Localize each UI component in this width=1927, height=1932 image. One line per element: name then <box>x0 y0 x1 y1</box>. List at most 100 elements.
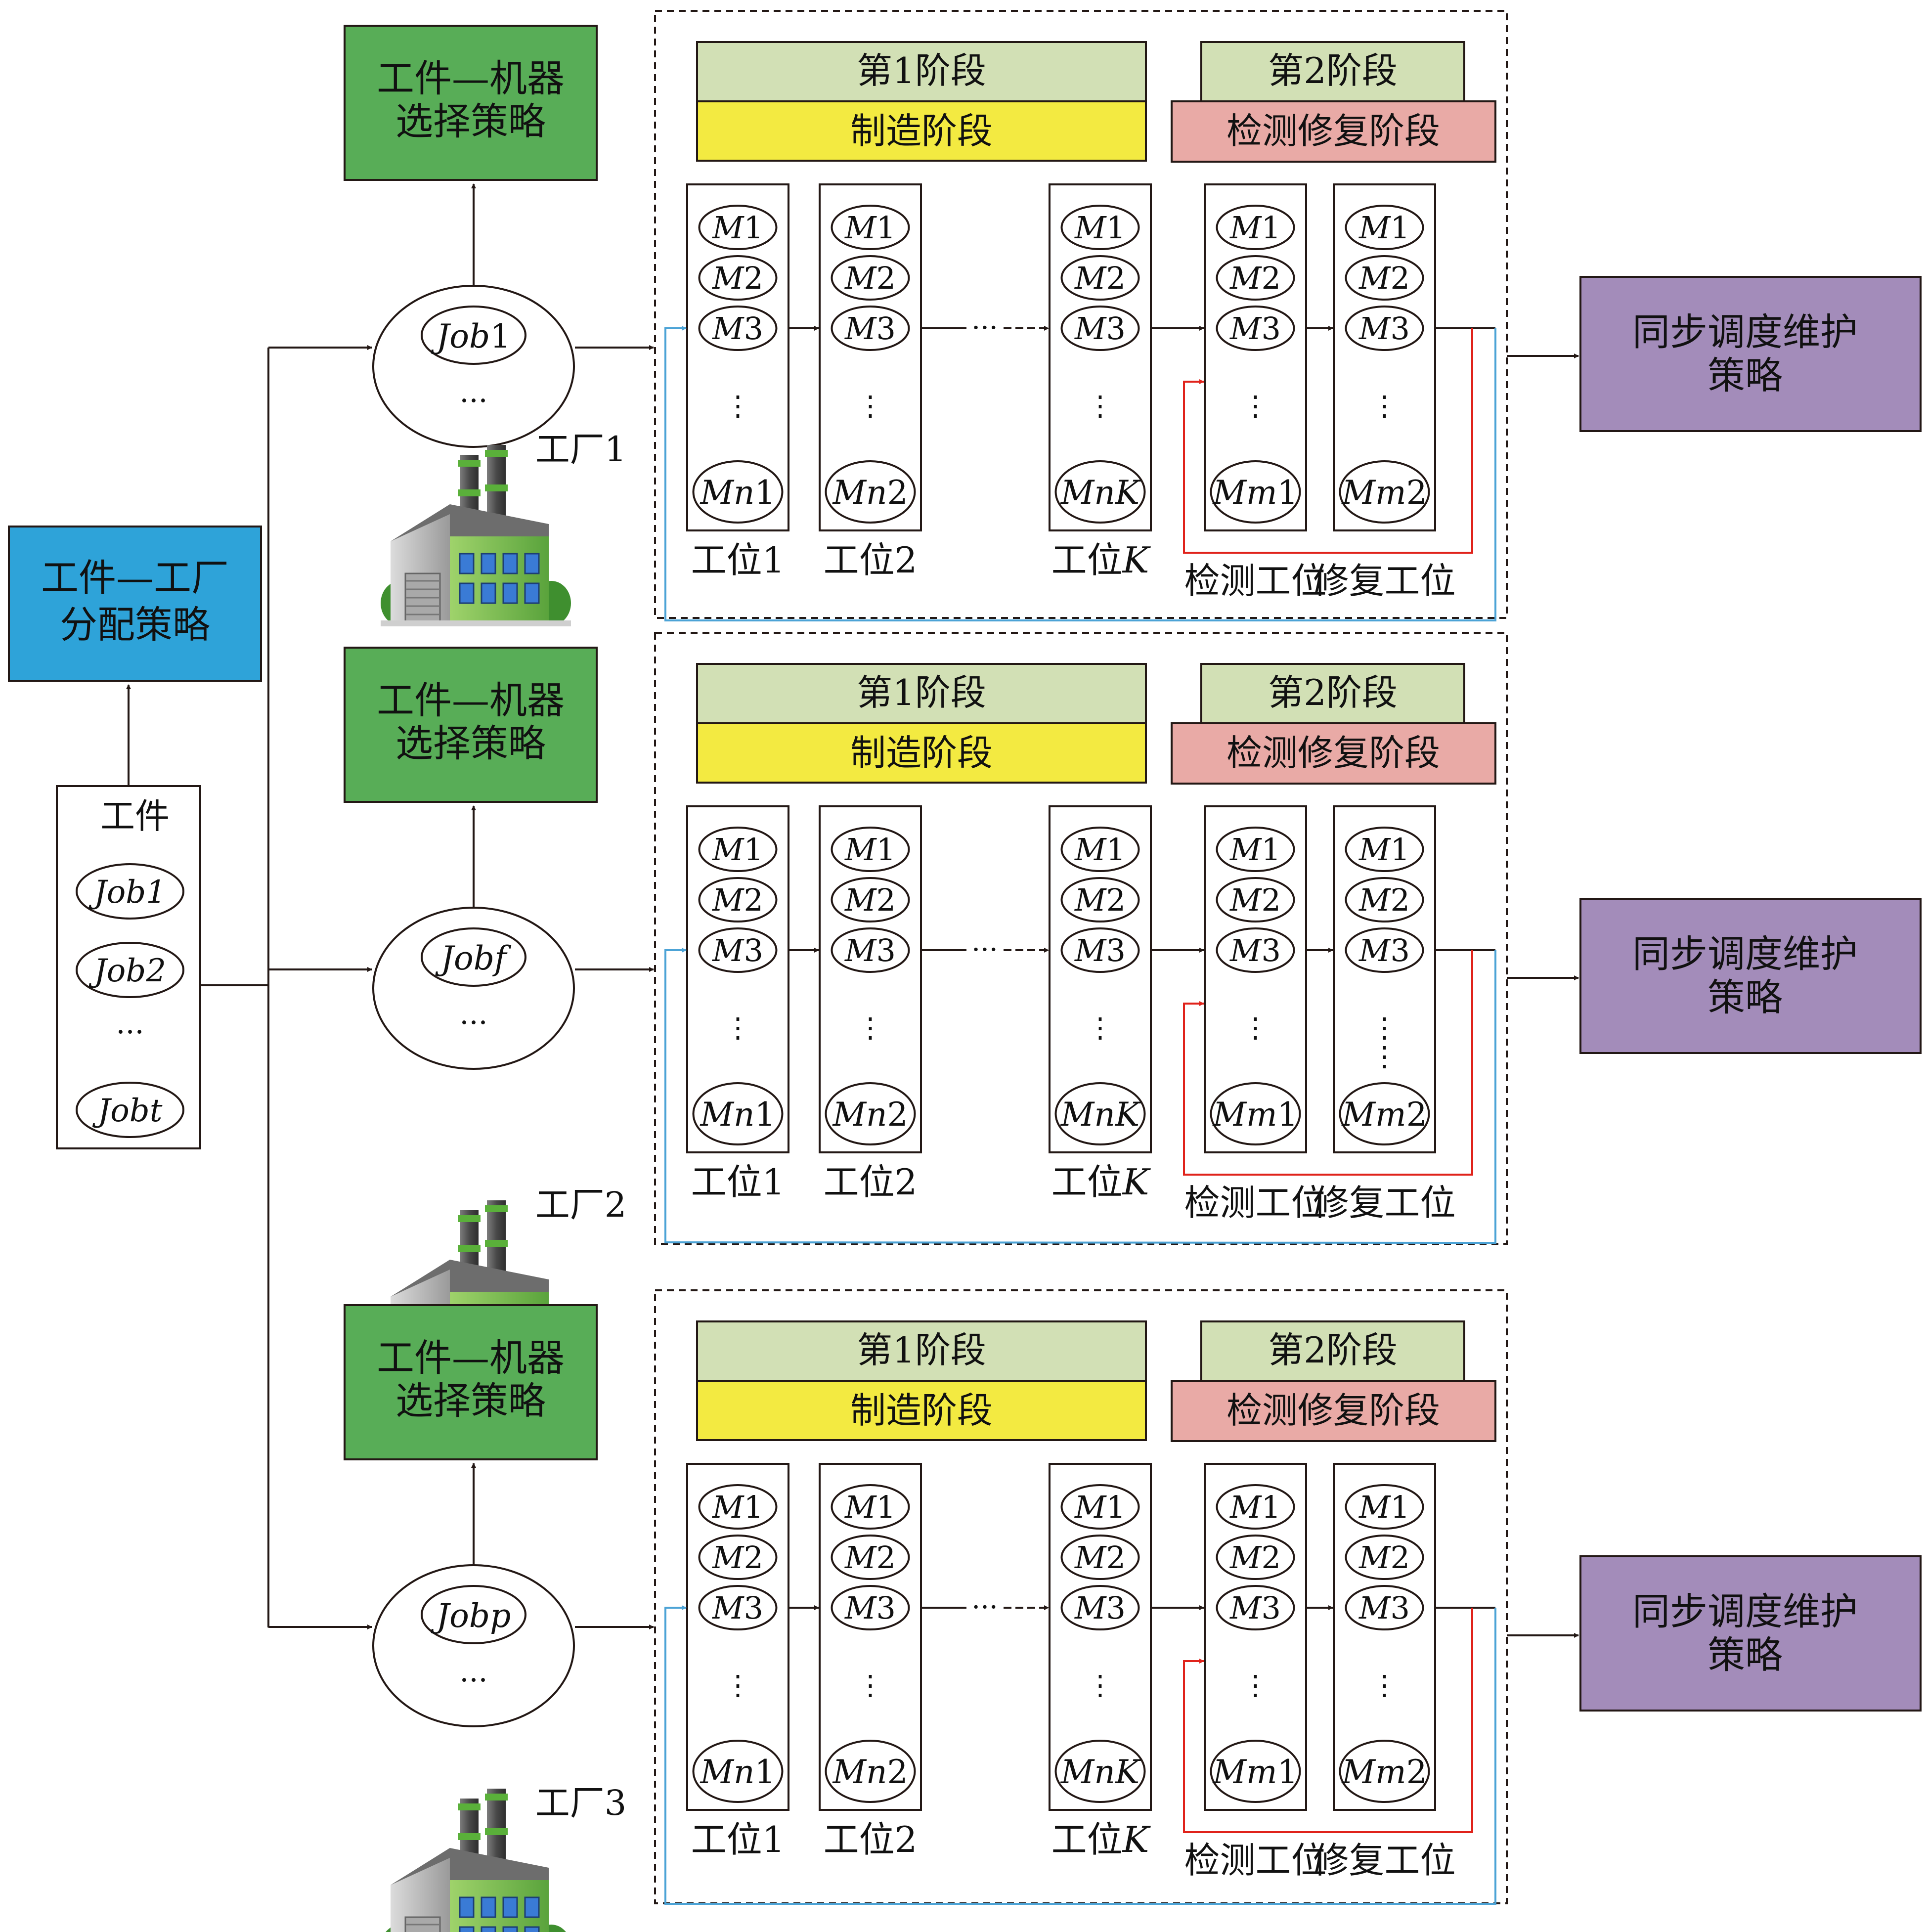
sync-strategy-line2: 策略 <box>1708 975 1783 1019</box>
machine-node: M2 <box>831 255 910 301</box>
stage2-label: 第2阶段 <box>1268 50 1398 91</box>
machine-node: M1 <box>1345 205 1424 250</box>
machine-node: Mn2 <box>825 1082 916 1145</box>
machine-label: M2 <box>712 882 763 918</box>
factory-queue-ellipsis: ... <box>459 375 487 409</box>
factory-assign-line2: 分配策略 <box>60 603 210 647</box>
machine-label: M2 <box>712 260 763 296</box>
station-label: 检测工位 <box>1184 1840 1326 1881</box>
machine-node: M3 <box>1216 306 1295 351</box>
machine-node: M1 <box>1216 205 1295 250</box>
machine-node: M3 <box>1216 1585 1295 1630</box>
machine-node: M2 <box>1345 877 1424 922</box>
stage2-header: 第2阶段 <box>1200 1320 1465 1382</box>
factory-building-icon <box>386 1789 566 1932</box>
machines-ellipsis: ⋮ <box>857 1669 884 1702</box>
stage1-label: 第1阶段 <box>857 1329 986 1371</box>
machine-label: M1 <box>1358 1489 1410 1525</box>
inspect-repair-stage-box: 检测修复阶段 <box>1171 1380 1496 1442</box>
rework-loop-arrow <box>1183 1608 1473 1833</box>
machine-label: M2 <box>1358 882 1410 918</box>
station-label: 工位K <box>1051 1819 1151 1860</box>
machine-label: Mn2 <box>832 474 908 512</box>
machines-ellipsis: ⋮ <box>1371 1669 1399 1702</box>
stage2-label: 第2阶段 <box>1268 1329 1398 1371</box>
job-list-item: Job2 <box>76 942 184 998</box>
machine-node: M3 <box>1216 927 1295 973</box>
reentry-loop-arrow <box>664 326 1496 621</box>
machine-node: M2 <box>831 1535 910 1580</box>
rework-loop-arrow <box>1183 328 1473 554</box>
inspect-repair-stage-label: 检测修复阶段 <box>1226 110 1440 152</box>
job-label: Jobt <box>92 1093 163 1129</box>
machine-node: M2 <box>1060 255 1140 301</box>
machine-label: M3 <box>844 932 896 968</box>
machine-select-line2: 选择策略 <box>395 721 546 765</box>
stage1-header: 第1阶段 <box>696 41 1147 102</box>
machine-node: Mn2 <box>825 1740 916 1803</box>
machine-node: M3 <box>1060 1585 1140 1630</box>
manufacturing-stage-label: 制造阶段 <box>850 110 993 152</box>
machine-node: Mn1 <box>692 460 784 524</box>
machines-ellipsis: ⋮ <box>1242 1669 1270 1702</box>
machine-select-line1: 工件—机器 <box>377 56 565 100</box>
stage2-header: 第2阶段 <box>1200 663 1465 724</box>
stage1-header: 第1阶段 <box>696 1320 1147 1382</box>
machine-label: M3 <box>844 1590 896 1626</box>
machine-label: M2 <box>1074 260 1126 296</box>
station-label: 工位1 <box>691 539 785 581</box>
inspect-repair-stage-box: 检测修复阶段 <box>1171 100 1496 163</box>
factory-boundary <box>654 10 1508 619</box>
machines-ellipsis: ⋮ <box>1087 1012 1114 1044</box>
job-list-item: Job1 <box>76 863 184 920</box>
station-label: 工位1 <box>691 1161 785 1203</box>
job-dispatch-connector <box>200 348 269 1627</box>
machines-ellipsis: ⋮ <box>1242 1012 1270 1044</box>
station-label: 工位2 <box>824 1819 918 1860</box>
machine-node: Mn1 <box>692 1082 784 1145</box>
machine-node: Mm1 <box>1210 460 1301 524</box>
machine-label: Mm2 <box>1341 1096 1427 1134</box>
machine-node: M1 <box>1060 1484 1140 1530</box>
sync-strategy-line2: 策略 <box>1708 1633 1783 1677</box>
machine-label: M1 <box>1229 210 1281 246</box>
machine-node: M2 <box>1216 1535 1295 1580</box>
manufacturing-stage-box: 制造阶段 <box>696 100 1147 162</box>
machine-node: M2 <box>1345 1535 1424 1580</box>
factories-layer: 第1阶段制造阶段第2阶段检测修复阶段M1M2M3⋮Mn1工位1M1M2M3⋮Mn… <box>268 10 1922 1932</box>
jobs-panel: 工件 Job1 Job2 ... Jobt <box>56 785 201 1149</box>
station-label: 修复工位 <box>1313 1182 1455 1224</box>
machine-node: MnK <box>1054 460 1146 524</box>
machine-select-line2: 选择策略 <box>395 1379 546 1423</box>
machine-node: MnK <box>1054 1740 1146 1803</box>
machine-label: M3 <box>1358 310 1410 347</box>
machine-label: Mm1 <box>1212 474 1298 512</box>
factory-job-queue: Jobf... <box>372 907 575 1070</box>
manufacturing-stage-label: 制造阶段 <box>850 732 993 774</box>
machine-node: M3 <box>1060 927 1140 973</box>
inspect-repair-stage-label: 检测修复阶段 <box>1226 732 1440 774</box>
job-label: Job1 <box>88 874 166 911</box>
machines-ellipsis: ⋮ <box>1371 1012 1399 1044</box>
machines-ellipsis: ⋮ <box>1087 1669 1114 1702</box>
stage1-label: 第1阶段 <box>857 50 986 91</box>
machine-label: M2 <box>844 260 896 296</box>
machine-label: M3 <box>712 1590 763 1626</box>
machine-label: Mm1 <box>1212 1096 1298 1134</box>
machine-label: MnK <box>1060 474 1141 512</box>
station-chain-ellipsis: ··· <box>971 1591 998 1624</box>
factory-name: 工厂3 <box>535 1783 627 1823</box>
machine-label: M1 <box>1074 832 1126 868</box>
machine-label: M2 <box>1074 1539 1126 1576</box>
machines-ellipsis: ⋮ <box>1087 390 1114 422</box>
machine-node: Mm2 <box>1339 1082 1430 1145</box>
machine-node: M3 <box>831 927 910 973</box>
factory-name: 工厂1 <box>535 429 627 470</box>
